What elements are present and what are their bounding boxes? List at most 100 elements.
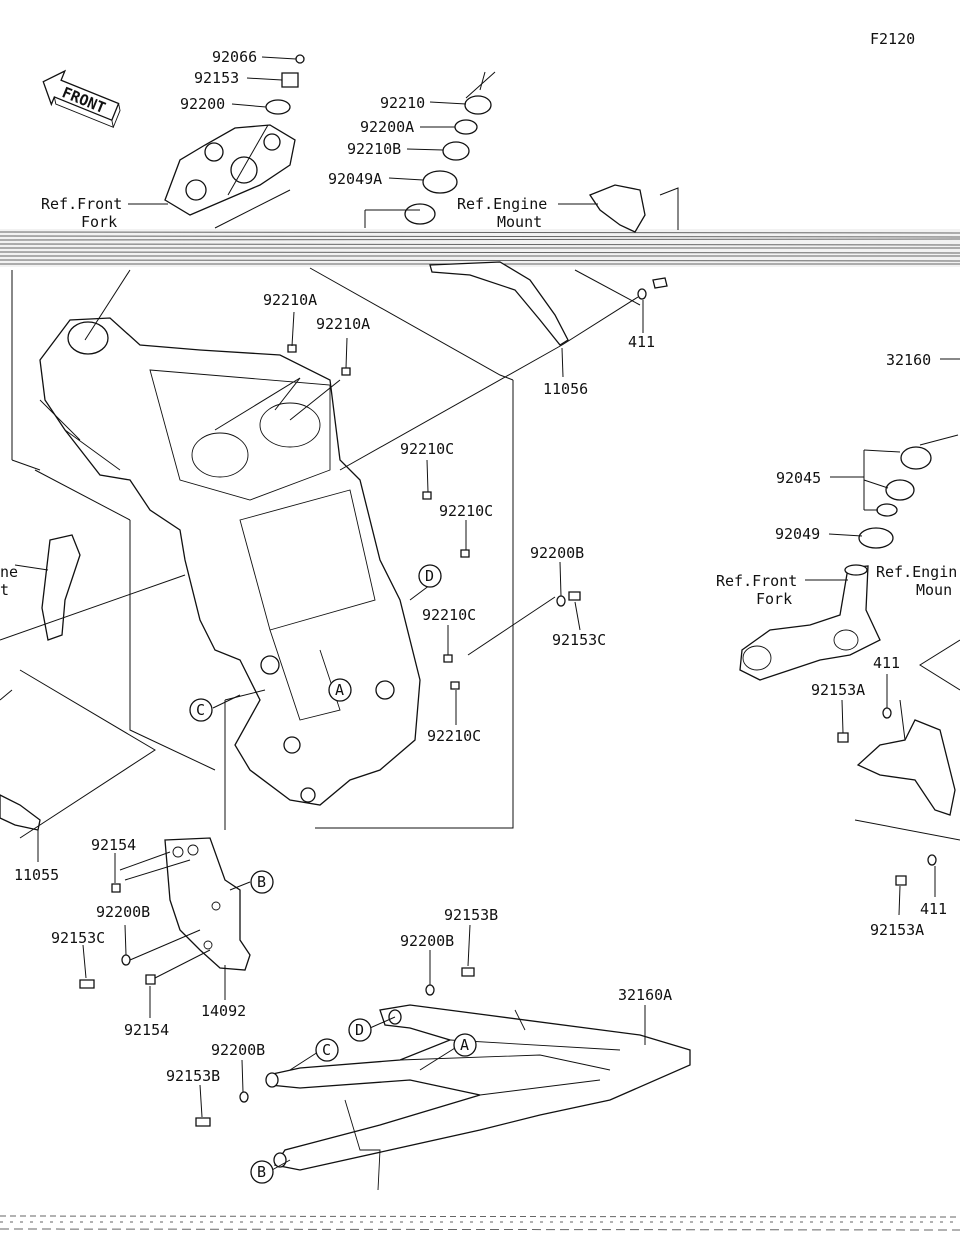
label-92153A-2: 92153A bbox=[870, 921, 924, 939]
nut-92210B bbox=[442, 141, 470, 161]
washer-92200 bbox=[265, 99, 291, 115]
bolt-92153B-2 bbox=[195, 1117, 211, 1127]
bolt-92210C-2 bbox=[460, 549, 470, 558]
washer-411-right2 bbox=[927, 854, 937, 866]
leader-lines bbox=[11, 56, 960, 1171]
label-92153: 92153 bbox=[194, 69, 239, 87]
bolt-92210A-1 bbox=[287, 344, 297, 353]
label-92210B: 92210B bbox=[347, 140, 401, 158]
bolt-92153C-left bbox=[79, 979, 95, 989]
washer-92200B-low bbox=[425, 984, 435, 996]
label-92066: 92066 bbox=[212, 48, 257, 66]
figure-code: F2120 bbox=[870, 30, 915, 48]
bolt-92210C-4 bbox=[450, 681, 460, 690]
label-92210: 92210 bbox=[380, 94, 425, 112]
rear-subframe bbox=[265, 1004, 691, 1191]
label-92153C-left: 92153C bbox=[51, 929, 105, 947]
label-411-right1: 411 bbox=[873, 654, 900, 672]
bearing-top bbox=[404, 203, 436, 225]
seal-92049A bbox=[422, 170, 458, 194]
ref-engine-mount-right-line2: Moun bbox=[916, 581, 952, 599]
label-92210A-1: 92210A bbox=[263, 291, 317, 309]
ref-engine-mount-top-line2: Mount bbox=[497, 213, 542, 231]
ref-front-fork-right-line1: Ref.Front bbox=[716, 572, 797, 590]
arm-11055 bbox=[0, 794, 41, 831]
cap-92066 bbox=[295, 54, 305, 64]
label-92200: 92200 bbox=[180, 95, 225, 113]
label-92200B-bot: 92200B bbox=[211, 1041, 265, 1059]
bolt-92154-2 bbox=[145, 974, 156, 985]
nut-92153 bbox=[281, 72, 299, 88]
label-92049: 92049 bbox=[775, 525, 820, 543]
callout-letters: D A C B D A C B bbox=[189, 564, 477, 1184]
label-92154-1: 92154 bbox=[91, 836, 136, 854]
ref-engine-mount-right-line1: Ref.Engin bbox=[876, 563, 957, 581]
link-11056 bbox=[429, 261, 569, 346]
engine-mount-left bbox=[41, 534, 81, 641]
bolt-92210C-1 bbox=[422, 491, 432, 500]
label-92210C-1: 92210C bbox=[400, 440, 454, 458]
label-92153C-mid: 92153C bbox=[552, 631, 606, 649]
label-92210C-3: 92210C bbox=[422, 606, 476, 624]
bolt-92210C-3 bbox=[443, 654, 453, 663]
label-32160A: 32160A bbox=[618, 986, 672, 1004]
lower-triple-clamp bbox=[739, 564, 881, 681]
washer-411-top bbox=[637, 288, 647, 300]
label-92200B-left: 92200B bbox=[96, 903, 150, 921]
label-92153A-1: 92153A bbox=[811, 681, 865, 699]
label-92200B-mid: 92200B bbox=[530, 544, 584, 562]
label-11055: 11055 bbox=[14, 866, 59, 884]
label-92045: 92045 bbox=[776, 469, 821, 487]
nut-92210 bbox=[464, 95, 492, 115]
ref-front-fork-left-line2: Fork bbox=[81, 213, 117, 231]
washer-92200B-bot bbox=[239, 1091, 249, 1103]
label-92210A-2: 92210A bbox=[316, 315, 370, 333]
ref-engine-mount-top-line1: Ref.Engine bbox=[457, 195, 547, 213]
ref-front-fork-right-line2: Fork bbox=[756, 590, 792, 608]
callout-a-frame: A bbox=[328, 678, 352, 702]
washer-411-right1 bbox=[882, 707, 892, 719]
bolt-92154-1 bbox=[111, 883, 121, 893]
svg-text:C: C bbox=[322, 1041, 331, 1059]
engine-mount-right bbox=[856, 719, 956, 816]
callout-b-bracket: B bbox=[250, 870, 274, 894]
ref-front-fork-left-line1: Ref.Front bbox=[41, 195, 122, 213]
ref-engine-mount-left-line1: ne bbox=[0, 563, 18, 581]
washer-92200B-left bbox=[121, 954, 131, 966]
washer-92045-c bbox=[876, 503, 898, 517]
callout-a-subframe: A bbox=[453, 1033, 477, 1057]
svg-text:C: C bbox=[196, 701, 205, 719]
front-direction-arrow-icon: FRONT bbox=[42, 69, 121, 128]
washer-92200A bbox=[454, 119, 478, 135]
svg-text:A: A bbox=[460, 1036, 469, 1054]
bolt-92153C-mid bbox=[568, 591, 581, 601]
svg-text:D: D bbox=[355, 1021, 364, 1039]
label-92154-2: 92154 bbox=[124, 1021, 169, 1039]
label-11056: 11056 bbox=[543, 380, 588, 398]
grouping-lines bbox=[0, 124, 960, 841]
label-411-top: 411 bbox=[628, 333, 655, 351]
seal-92045-a bbox=[900, 446, 932, 470]
label-411-right2: 411 bbox=[920, 900, 947, 918]
bolt-92210A-2 bbox=[341, 367, 351, 376]
label-92210C-2: 92210C bbox=[439, 502, 493, 520]
callout-d-frame: D bbox=[418, 564, 442, 588]
front-arrow-label: FRONT bbox=[60, 83, 109, 117]
callout-c-frame: C bbox=[189, 698, 213, 722]
label-32160: 32160 bbox=[886, 351, 931, 369]
svg-text:B: B bbox=[257, 1163, 266, 1181]
svg-text:A: A bbox=[335, 681, 344, 699]
main-frame bbox=[39, 317, 421, 806]
part-labels: F2120 92066 92153 92200 92210 92200A 922… bbox=[0, 30, 957, 1085]
label-92153B-2: 92153B bbox=[166, 1067, 220, 1085]
upper-triple-clamp bbox=[164, 124, 296, 216]
bolt-411-top bbox=[652, 277, 668, 289]
bearing-92045-b bbox=[885, 479, 915, 501]
bolt-92153A-1 bbox=[837, 732, 849, 743]
label-92049A: 92049A bbox=[328, 170, 382, 188]
bracket-14092 bbox=[164, 837, 251, 971]
washer-92200B-mid bbox=[556, 595, 566, 607]
scan-artifact-top bbox=[0, 229, 960, 267]
